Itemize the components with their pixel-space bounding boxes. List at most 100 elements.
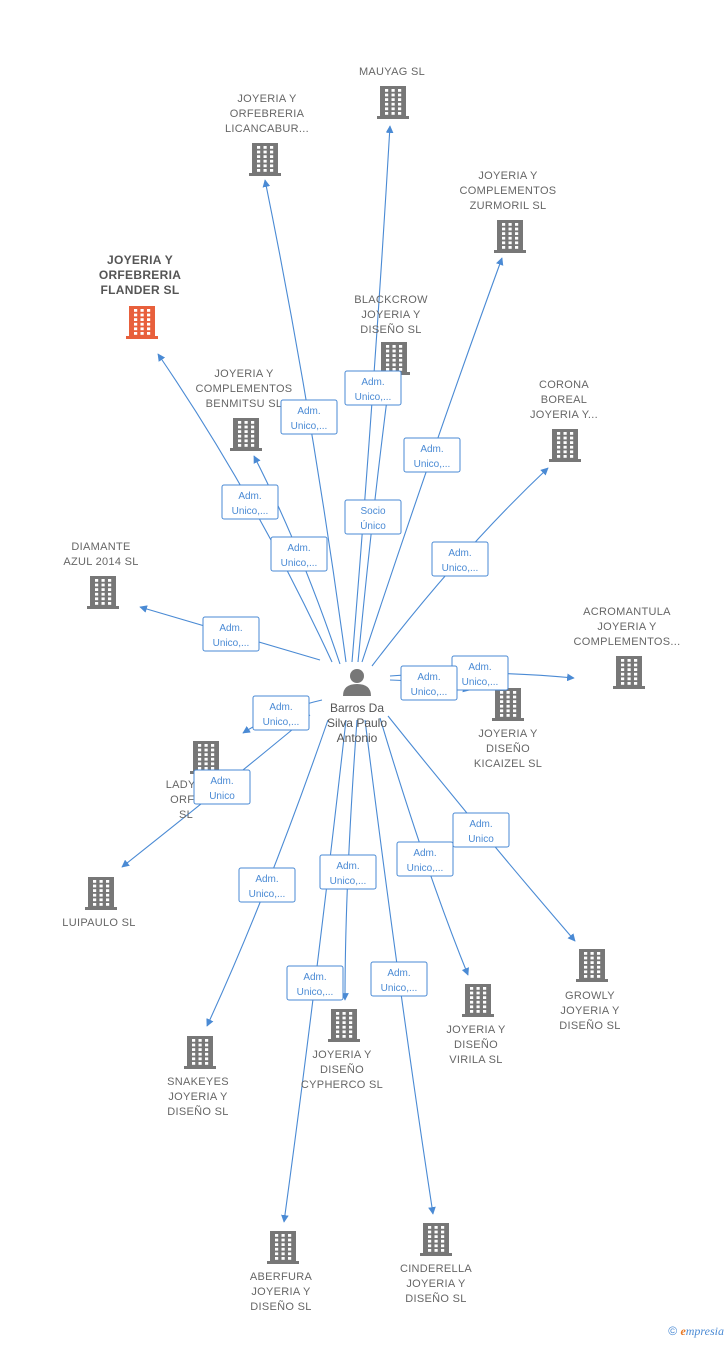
- company-name[interactable]: DISEÑO: [486, 742, 530, 755]
- company-node-cypherco[interactable]: JOYERIA Y DISEÑO CYPHERCO SL: [301, 1009, 383, 1091]
- company-name[interactable]: ORFEBRERIA: [99, 268, 181, 282]
- company-name[interactable]: CORONA: [539, 379, 589, 391]
- company-name[interactable]: BENMITSU SL: [206, 398, 283, 410]
- building-icon[interactable]: [87, 576, 119, 609]
- company-name[interactable]: COMPLEMENTOS: [460, 185, 557, 197]
- company-name[interactable]: ORFEBRERIA: [230, 108, 305, 120]
- company-name[interactable]: CINDERELLA: [400, 1263, 472, 1275]
- building-icon[interactable]: [85, 877, 117, 910]
- building-icon[interactable]: [190, 741, 222, 774]
- company-name[interactable]: COMPLEMENTOS...: [574, 636, 681, 648]
- edge-label-kicaizel[interactable]: Adm.Unico,...: [400, 665, 458, 701]
- company-name[interactable]: DISEÑO: [320, 1063, 364, 1076]
- company-name[interactable]: JOYERIA Y...: [530, 409, 598, 421]
- company-name[interactable]: ABERFURA: [250, 1271, 313, 1283]
- building-icon[interactable]: [249, 143, 281, 176]
- company-name[interactable]: JOYERIA Y: [560, 1005, 620, 1017]
- building-icon[interactable]: [267, 1231, 299, 1264]
- edge-label-licancabur[interactable]: Adm.Unico,...: [280, 399, 338, 435]
- company-name[interactable]: ZURMORIL SL: [470, 200, 547, 212]
- company-name[interactable]: JOYERIA Y: [237, 93, 297, 105]
- edge-label-cypherco[interactable]: Adm.Unico,...: [319, 854, 377, 890]
- building-icon[interactable]: [492, 688, 524, 721]
- building-icon[interactable]: [184, 1036, 216, 1069]
- company-name[interactable]: JOYERIA Y: [597, 621, 657, 633]
- company-name[interactable]: SL: [179, 809, 193, 821]
- building-icon[interactable]: [378, 342, 410, 375]
- edge-label-benmitsu[interactable]: Adm.Unico,...: [270, 536, 328, 572]
- building-icon[interactable]: [420, 1223, 452, 1256]
- company-name[interactable]: FLANDER SL: [101, 283, 180, 297]
- building-icon[interactable]: [462, 984, 494, 1017]
- company-name[interactable]: DISEÑO SL: [360, 323, 421, 336]
- edge-label-zurmoril[interactable]: Adm.Unico,...: [403, 437, 461, 473]
- company-node-blackcrow[interactable]: BLACKCROW JOYERIA Y DISEÑO SL: [354, 294, 428, 375]
- edge-label-aberfura[interactable]: Adm.Unico,...: [286, 965, 344, 1001]
- person-name[interactable]: Silva Paulo: [327, 716, 387, 730]
- company-name[interactable]: KICAIZEL SL: [474, 758, 542, 770]
- edge-label-acromantula[interactable]: Adm.Unico,...: [451, 655, 509, 691]
- company-name[interactable]: LUIPAULO SL: [62, 917, 135, 929]
- building-icon[interactable]: [328, 1009, 360, 1042]
- company-name[interactable]: JOYERIA Y: [251, 1286, 311, 1298]
- edge-label-corona[interactable]: Adm.Unico,...: [431, 541, 489, 577]
- company-node-luipaulo[interactable]: LUIPAULO SL: [62, 877, 135, 929]
- edge-label-growly[interactable]: Adm.Unico: [452, 812, 510, 848]
- company-name[interactable]: DIAMANTE: [71, 541, 130, 553]
- edge-label-luipaulo[interactable]: Adm.Unico: [193, 769, 251, 805]
- company-node-acromantula[interactable]: ACROMANTULA JOYERIA Y COMPLEMENTOS...: [574, 606, 681, 689]
- company-node-diamante[interactable]: DIAMANTE AZUL 2014 SL: [63, 541, 138, 609]
- company-node-licancabur[interactable]: JOYERIA Y ORFEBRERIA LICANCABUR...: [225, 93, 309, 176]
- company-name[interactable]: CYPHERCO SL: [301, 1079, 383, 1091]
- edge-label-cinderella[interactable]: Adm.Unico,...: [370, 961, 428, 997]
- company-node-aberfura[interactable]: ABERFURA JOYERIA Y DISEÑO SL: [250, 1231, 313, 1313]
- company-name[interactable]: JOYERIA Y: [478, 728, 538, 740]
- building-icon[interactable]: [230, 418, 262, 451]
- company-name[interactable]: LICANCABUR...: [225, 123, 309, 135]
- edge-label-flander[interactable]: Adm.Unico,...: [221, 484, 279, 520]
- person-name[interactable]: Antonio: [337, 731, 378, 745]
- company-name[interactable]: DISEÑO SL: [559, 1019, 620, 1032]
- edge-label-diamante[interactable]: Adm.Unico,...: [202, 616, 260, 652]
- company-name[interactable]: AZUL 2014 SL: [63, 556, 138, 568]
- building-icon[interactable]: [494, 220, 526, 253]
- company-name[interactable]: JOYERIA Y: [406, 1278, 466, 1290]
- company-name[interactable]: DISEÑO SL: [250, 1300, 311, 1313]
- building-icon[interactable]: [549, 429, 581, 462]
- edge-label-lady[interactable]: Adm.Unico,...: [252, 695, 310, 731]
- company-name[interactable]: MAUYAG SL: [359, 66, 425, 78]
- company-name[interactable]: JOYERIA Y: [312, 1049, 372, 1061]
- company-name[interactable]: DISEÑO SL: [405, 1292, 466, 1305]
- company-name[interactable]: JOYERIA Y: [446, 1024, 506, 1036]
- company-name[interactable]: GROWLY: [565, 990, 615, 1002]
- company-name[interactable]: SNAKEYES: [167, 1076, 229, 1088]
- building-icon[interactable]: [576, 949, 608, 982]
- footer-brand[interactable]: © empresia: [668, 1324, 724, 1339]
- company-name[interactable]: ACROMANTULA: [583, 606, 671, 618]
- company-name[interactable]: DISEÑO: [454, 1038, 498, 1051]
- building-icon[interactable]: [613, 656, 645, 689]
- company-name[interactable]: JOYERIA Y: [214, 368, 274, 380]
- edge-label-mauyag[interactable]: Adm.Unico,...: [344, 370, 402, 406]
- company-node-virila[interactable]: JOYERIA Y DISEÑO VIRILA SL: [446, 984, 506, 1066]
- edge-label-virila[interactable]: Adm.Unico,...: [396, 841, 454, 877]
- company-node-cinderella[interactable]: CINDERELLA JOYERIA Y DISEÑO SL: [400, 1223, 472, 1305]
- company-name[interactable]: BLACKCROW: [354, 294, 428, 306]
- company-name[interactable]: JOYERIA Y: [478, 170, 538, 182]
- company-name[interactable]: VIRILA SL: [449, 1054, 502, 1066]
- person-name[interactable]: Barros Da: [330, 701, 384, 715]
- company-name[interactable]: JOYERIA Y: [168, 1091, 228, 1103]
- company-name[interactable]: JOYERIA Y: [107, 253, 173, 267]
- building-icon[interactable]: [126, 306, 158, 339]
- building-icon[interactable]: [377, 86, 409, 119]
- company-node-mauyag[interactable]: MAUYAG SL: [359, 66, 425, 119]
- company-name[interactable]: JOYERIA Y: [361, 309, 421, 321]
- edge-label-snakeyes[interactable]: Adm.Unico,...: [238, 867, 296, 903]
- company-node-kicaizel[interactable]: JOYERIA Y DISEÑO KICAIZEL SL: [474, 688, 542, 770]
